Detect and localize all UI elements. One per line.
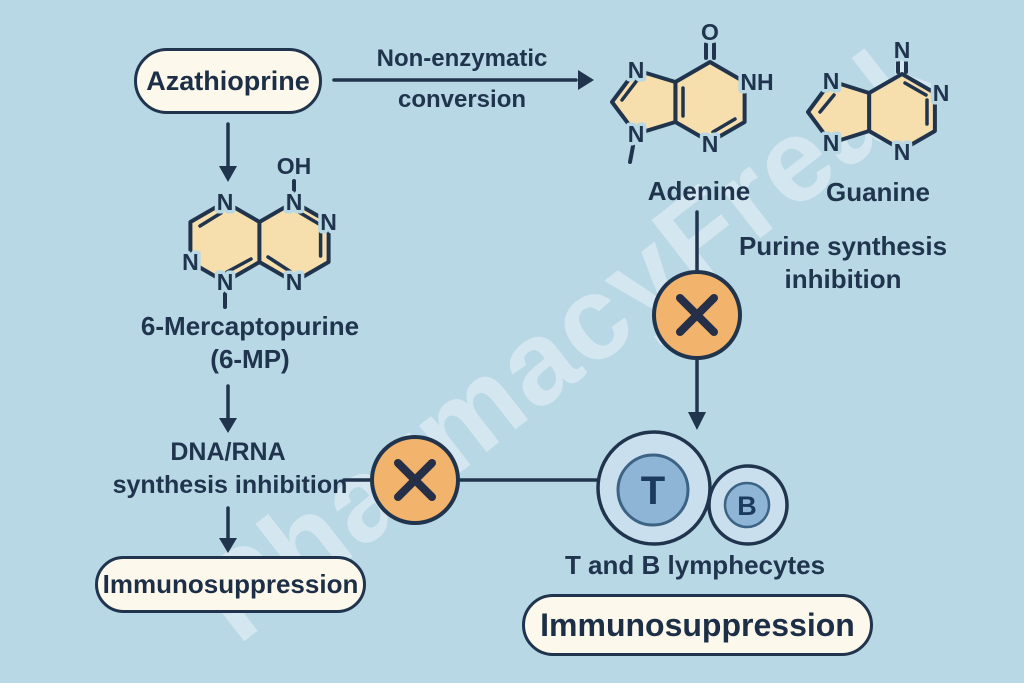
- arrow-dna-to-immunosuppression: [219, 506, 237, 553]
- purine-label-line2: inhibition: [784, 264, 902, 294]
- adenine-label: Adenine: [647, 176, 751, 206]
- atom-label: N: [628, 121, 645, 147]
- immunosuppression-node-right: Immunosuppression: [522, 594, 873, 656]
- lymphocytes-label: T and B lymphecytes: [564, 550, 826, 580]
- atom-label: O: [701, 19, 719, 45]
- atom-label: OH: [277, 153, 312, 179]
- 6mp-abbr-label: (6-MP): [210, 344, 290, 374]
- conversion-label-line1: Non-enzymatic: [376, 45, 548, 72]
- dna-rna-label-line2: synthesis inhibition: [112, 471, 348, 499]
- structure-adenine: O NH N N N: [610, 16, 777, 164]
- atom-label: N: [320, 209, 337, 235]
- arrow-x-to-lymphocytes: [688, 358, 706, 430]
- t-cell-circle: T: [596, 430, 712, 546]
- structure-guanine: N N N N N: [806, 34, 953, 169]
- conversion-label-line2: conversion: [397, 86, 527, 113]
- purine-label-line1: Purine synthesis: [738, 231, 948, 261]
- immunosuppression-node-left: Immunosuppression: [95, 556, 366, 613]
- atom-label: N: [702, 131, 719, 157]
- dna-rna-label-line1: DNA/RNA: [170, 438, 286, 466]
- atom-label: N: [933, 80, 950, 106]
- atom-label: N: [182, 249, 199, 275]
- arrow-6mp-to-dna: [219, 384, 237, 433]
- atom-label: N: [286, 189, 303, 215]
- arrow-azathioprine-to-6mp: [219, 122, 237, 182]
- atom-label: NH: [740, 69, 773, 95]
- atom-label: N: [894, 37, 911, 63]
- atom-label: N: [217, 269, 234, 295]
- 6mp-name-label: 6-Mercaptopurine: [140, 311, 360, 341]
- arrow-conversion: [332, 70, 594, 90]
- b-cell-circle: B: [707, 464, 789, 546]
- atom-label: N: [894, 139, 911, 165]
- atom-label: N: [823, 68, 840, 94]
- atom-label: N: [286, 269, 303, 295]
- atom-label: N: [217, 189, 234, 215]
- atom-label: N: [823, 130, 840, 156]
- azathioprine-node: Azathioprine: [134, 48, 322, 114]
- atom-label: N: [628, 57, 645, 83]
- inhibition-x-icon-right: [652, 270, 742, 360]
- structure-6mp: OH N N N N N N: [179, 150, 340, 309]
- guanine-label: Guanine: [825, 177, 930, 207]
- b-cell-label: B: [737, 491, 757, 521]
- t-cell-label: T: [641, 469, 665, 513]
- inhibition-x-icon-left: [370, 435, 460, 525]
